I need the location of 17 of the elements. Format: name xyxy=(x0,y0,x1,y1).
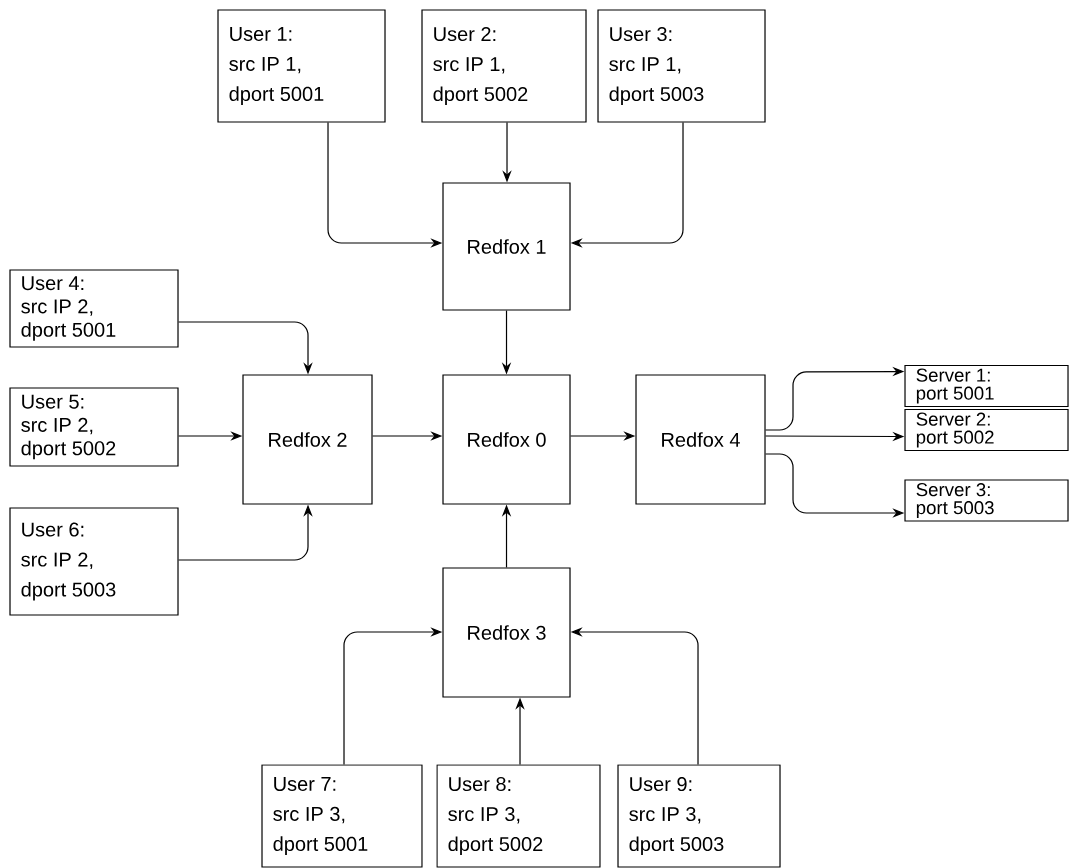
user-box: User 6: src IP 2, dport 5003 xyxy=(9,507,179,616)
server-box: Server 1: port 5001 xyxy=(904,364,1069,408)
router-box: Redfox 2 xyxy=(242,374,373,505)
user-box: User 9: src IP 3, dport 5003 xyxy=(617,764,781,868)
user-box: User 3: src IP 1, dport 5003 xyxy=(597,9,766,123)
user-box: User 5: src IP 2, dport 5002 xyxy=(9,387,179,467)
server-box: Server 3: port 5003 xyxy=(904,479,1069,522)
user-box: User 2: src IP 1, dport 5002 xyxy=(421,9,587,123)
router-box: Redfox 1 xyxy=(442,182,571,311)
router-box: Redfox 0 xyxy=(442,374,571,505)
user-box: User 8: src IP 3, dport 5002 xyxy=(436,764,601,868)
router-box: Redfox 3 xyxy=(442,567,571,698)
user-box: User 4: src IP 2, dport 5001 xyxy=(9,269,179,348)
router-box: Redfox 4 xyxy=(635,374,766,505)
server-box: Server 2: port 5002 xyxy=(904,408,1069,452)
user-box: User 1: src IP 1, dport 5001 xyxy=(217,9,386,123)
user-box: User 7: src IP 3, dport 5001 xyxy=(261,764,423,868)
